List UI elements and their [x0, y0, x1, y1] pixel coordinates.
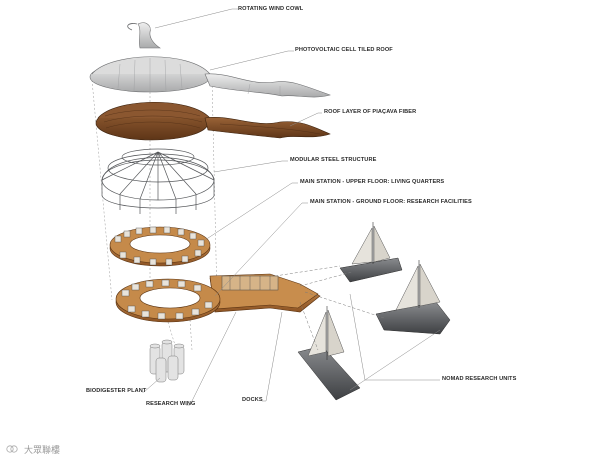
steel-structure — [101, 148, 215, 214]
label-docks: DOCKS — [242, 397, 263, 403]
label-nomad-research-units: NOMAD RESEARCH UNITS — [442, 376, 517, 382]
label-biodigester-plant: BIODIGESTER PLANT — [86, 388, 147, 394]
label-modular-steel-structure: MODULAR STEEL STRUCTURE — [290, 157, 377, 163]
nomad-boat-1 — [339, 222, 403, 283]
nomad-boat-3 — [297, 306, 361, 401]
label-photovoltaic-roof: PHOTOVOLTAIC CELL TILED ROOF — [295, 47, 393, 53]
watermark-logo-icon — [6, 445, 18, 453]
wind-cowl — [127, 22, 161, 49]
upper-floor-ring — [109, 226, 211, 267]
label-ground-floor: MAIN STATION - GROUND FLOOR: RESEARCH FA… — [310, 199, 472, 205]
label-research-wing: RESEARCH WING — [146, 401, 196, 407]
nomad-boat-2 — [375, 260, 451, 335]
ground-floor-ring — [115, 273, 321, 323]
boat-connections — [274, 265, 385, 351]
photovoltaic-roof — [89, 56, 331, 98]
biodigester-plant — [149, 339, 185, 383]
fiber-roof-layer — [95, 101, 331, 141]
watermark: 大眾聯樓 — [6, 443, 60, 456]
label-rotating-wind-cowl: ROTATING WIND COWL — [238, 6, 304, 12]
leader-lines — [142, 8, 441, 406]
label-roof-layer-piacava: ROOF LAYER OF PIAÇAVA FIBER — [324, 109, 417, 115]
watermark-text: 大眾聯樓 — [24, 446, 61, 456]
label-upper-floor: MAIN STATION - UPPER FLOOR: LIVING QUART… — [300, 179, 445, 185]
